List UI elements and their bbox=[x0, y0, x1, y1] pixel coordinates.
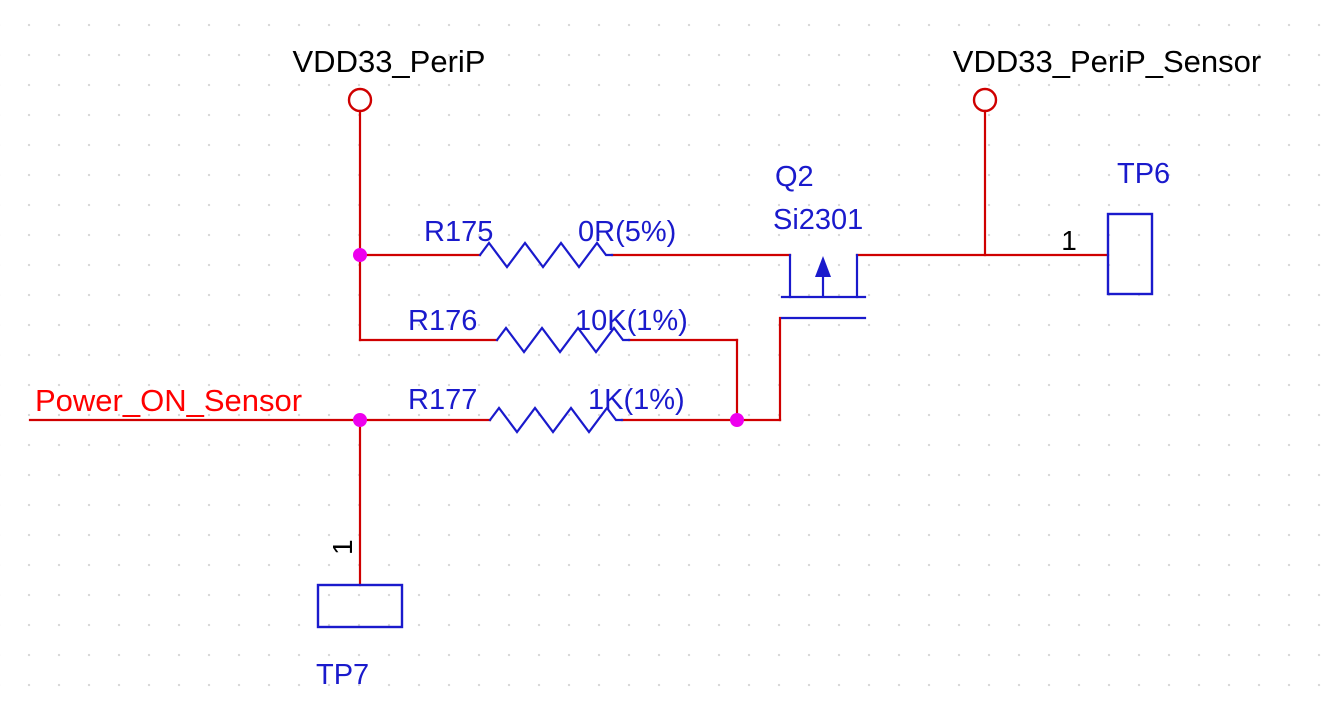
junction-dot-gate-node bbox=[730, 413, 744, 427]
junction-dot-power-on-tp7 bbox=[353, 413, 367, 427]
tp6-ref-label: TP6 bbox=[1117, 158, 1170, 190]
testpoint-tp7-pad bbox=[316, 583, 404, 629]
tp7-ref-label: TP7 bbox=[316, 659, 369, 691]
q2-value-label: Si2301 bbox=[773, 204, 863, 236]
r175-ref-label: R175 bbox=[424, 216, 493, 248]
resistor-r176-symbol bbox=[495, 326, 631, 354]
q2-ref-label: Q2 bbox=[775, 161, 814, 193]
net-label-vdd33-perip: VDD33_PeriP bbox=[293, 44, 486, 79]
power-port-circle-vdd33-perip bbox=[347, 87, 373, 113]
net-label-power-on-sensor: Power_ON_Sensor bbox=[35, 383, 302, 418]
net-label-vdd33-perip-sensor: VDD33_PeriP_Sensor bbox=[953, 44, 1261, 79]
junction-dot-vdd-split bbox=[353, 248, 367, 262]
r177-ref-label: R177 bbox=[408, 384, 477, 416]
power-port-circle-vdd33-perip-sensor bbox=[972, 87, 998, 113]
mosfet-arrow-head bbox=[815, 256, 831, 277]
testpoint-tp6-pad bbox=[1106, 212, 1154, 296]
r177-value-label: 1K(1%) bbox=[588, 384, 685, 416]
resistor-r177-symbol bbox=[488, 406, 624, 434]
tp7-pin-number: 1 bbox=[327, 539, 358, 555]
tp6-pin-number: 1 bbox=[1061, 225, 1077, 256]
r175-value-label: 0R(5%) bbox=[578, 216, 676, 248]
r176-value-label: 10K(1%) bbox=[575, 305, 688, 337]
mosfet-q2-symbol bbox=[780, 253, 867, 320]
resistor-r175-symbol bbox=[478, 241, 614, 269]
r176-ref-label: R176 bbox=[408, 305, 477, 337]
